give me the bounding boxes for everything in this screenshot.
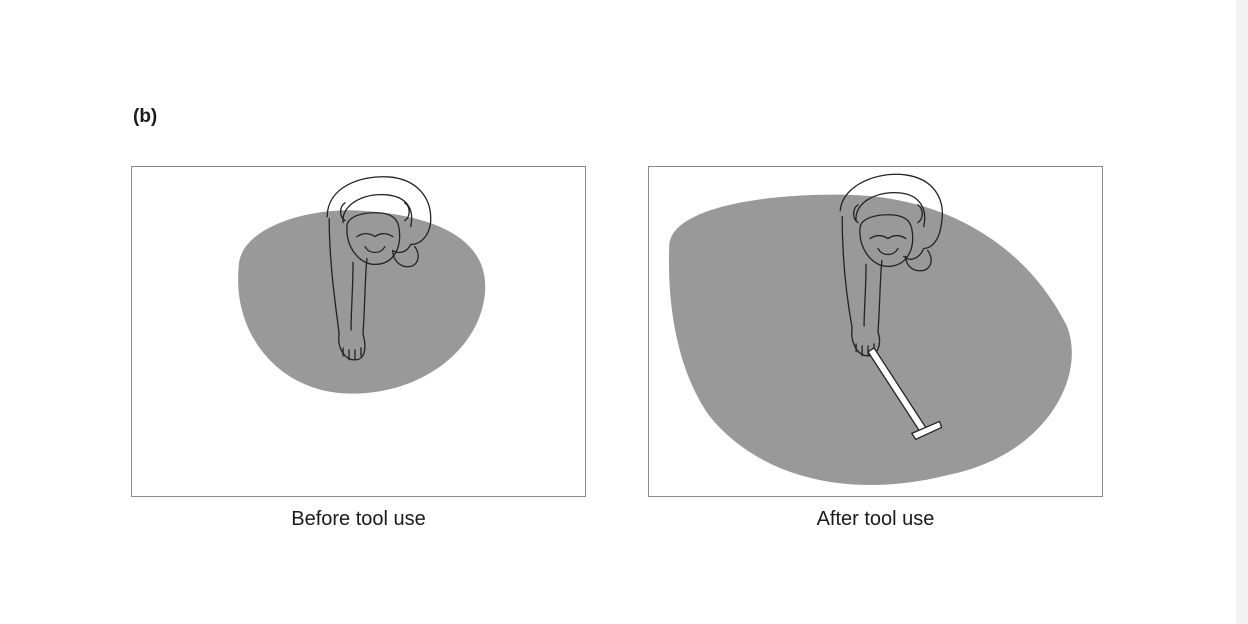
monkey-ear-right — [404, 202, 410, 222]
monkey-shoulders — [342, 194, 413, 228]
reach-region — [238, 210, 486, 394]
monkey-shoulders — [855, 192, 926, 228]
monkey-fingers — [855, 343, 875, 357]
monkey-hand-rest — [392, 245, 419, 268]
monkey-ear-left — [339, 202, 346, 222]
page-edge-strip — [1236, 0, 1248, 624]
monkey-ear-left — [852, 204, 859, 224]
after-tool-use-caption: After tool use — [816, 508, 935, 530]
monkey-face-brow — [356, 232, 394, 238]
monkey-arm-inner — [863, 263, 867, 327]
monkey-face-muzzle — [364, 245, 386, 254]
monkey-body-outline — [839, 173, 943, 260]
rake-head — [910, 420, 943, 441]
monkey-fingers — [342, 347, 362, 361]
monkey-body-outline — [326, 176, 432, 254]
reach-region — [668, 194, 1072, 485]
rake-tool — [867, 347, 943, 441]
monkey-hand-rest — [905, 249, 932, 272]
monkey-ear-right — [917, 204, 923, 224]
monkey-head — [346, 212, 401, 266]
before-tool-use-caption: Before tool use — [291, 508, 426, 530]
after-tool-use-illustration — [668, 173, 1072, 485]
monkey-face-brow — [869, 234, 907, 240]
monkey-head — [859, 214, 914, 268]
monkey-face-muzzle — [877, 247, 899, 256]
panel-label: (b) — [133, 106, 158, 127]
before-tool-use-illustration — [238, 176, 486, 394]
after-tool-use-panel — [648, 166, 1103, 497]
monkey-figure — [326, 176, 432, 361]
before-tool-use-panel — [131, 166, 586, 497]
monkey-arm-inner — [350, 261, 354, 331]
monkey-figure — [839, 173, 943, 357]
